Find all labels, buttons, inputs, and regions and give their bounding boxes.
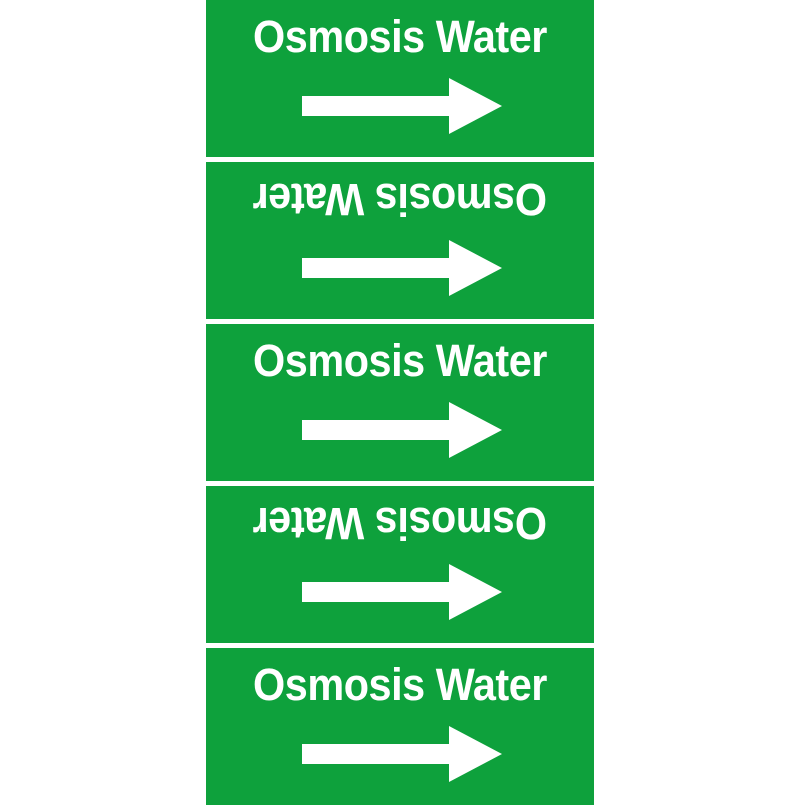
band-label-text: Osmosis Water (253, 174, 547, 225)
marker-band[interactable]: Osmosis Water (206, 648, 594, 805)
band-inner: Osmosis Water (206, 648, 594, 805)
band-inner: Osmosis Water (206, 486, 594, 643)
band-inner: Osmosis Water (206, 324, 594, 481)
arrow-right-icon (302, 78, 502, 134)
arrow-right-icon (302, 402, 502, 458)
arrow-right-icon (302, 726, 502, 782)
band-inner: Osmosis Water (206, 162, 594, 319)
arrow-right-icon (302, 564, 502, 620)
band-label-text: Osmosis Water (253, 659, 547, 710)
marker-band[interactable]: Osmosis Water (206, 324, 594, 481)
band-label-text: Osmosis Water (253, 11, 547, 62)
arrow-right-icon (302, 240, 502, 296)
band-inner: Osmosis Water (206, 0, 594, 157)
band-separator (206, 319, 594, 324)
marker-band[interactable]: Osmosis Water (206, 486, 594, 643)
band-separator (206, 481, 594, 486)
band-label-text: Osmosis Water (253, 335, 547, 386)
marker-band[interactable]: Osmosis Water (206, 162, 594, 319)
band-separator (206, 643, 594, 648)
band-label-text: Osmosis Water (253, 498, 547, 549)
band-separator (206, 157, 594, 162)
marker-band[interactable]: Osmosis Water (206, 0, 594, 157)
label-strip: Osmosis Water Osmosis Water (206, 0, 594, 805)
